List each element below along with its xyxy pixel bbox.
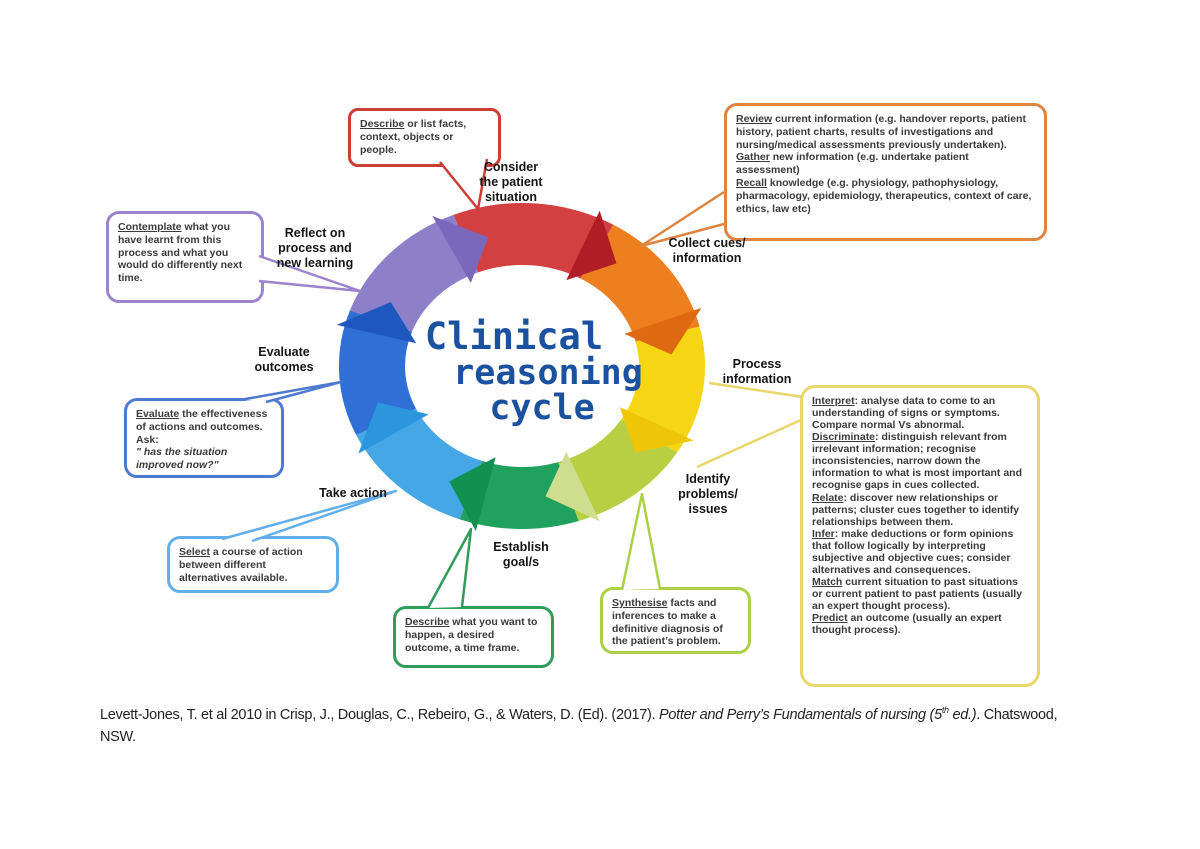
callout-contemplate: Contemplate what you have learnt from th…: [106, 211, 264, 303]
ring-arrow-process-information: [620, 407, 694, 453]
stage-label-collect-cues-information: Collect cues/ information: [668, 236, 746, 265]
ring-segment-reflect-on-process: [350, 214, 479, 332]
callout-select-action: Select a course of action between differ…: [167, 536, 339, 593]
callout-evaluate-text: Evaluate the effectiveness of actions an…: [136, 408, 268, 472]
title-line-1: Clinical: [424, 315, 604, 358]
ring-arrow-establish-goals: [449, 457, 496, 531]
ring-arrow-collect-cues-information: [624, 307, 702, 355]
stage-label-identify-problems-issues: Identify problems/ issues: [678, 472, 738, 516]
title-line-3: cycle: [489, 388, 595, 429]
callout-synthesise: Synthesise facts and inferences to make …: [600, 587, 751, 654]
ring-segment-consider-the-patient-situation: [453, 202, 614, 279]
callout-describe-goal: Describe what you want to happen, a desi…: [393, 606, 554, 668]
callout-synthesise-text: Synthesise facts and inferences to make …: [612, 597, 723, 648]
callout-process-information-detail-text: Interpret: analyse data to come to an un…: [812, 395, 1023, 637]
callout-describe-goal-text: Describe what you want to happen, a desi…: [405, 616, 538, 654]
stage-label-reflect-on-process: Reflect on process and new learning: [276, 226, 354, 270]
callout-process-information-detail: Interpret: analyse data to come to an un…: [800, 385, 1040, 687]
callout-contemplate-text: Contemplate what you have learnt from th…: [118, 221, 243, 285]
stage-label-evaluate-outcomes: Evaluate outcomes: [254, 345, 314, 374]
citation-text: Levett-Jones, T. et al 2010 in Crisp, J.…: [100, 704, 1058, 748]
callout-review-gather-recall: Review current information (e.g. handove…: [724, 103, 1047, 241]
ring-segment-evaluate-outcomes: [338, 310, 416, 435]
stage-label-take-action: Take action: [319, 486, 387, 500]
stage-label-consider-patient-situation: Consider the patient situation: [479, 160, 543, 204]
title-line-2: reasoning: [453, 352, 643, 393]
callout-evaluate: Evaluate the effectiveness of actions an…: [124, 398, 284, 478]
stage-label-establish-goals: Establish goal/s: [493, 540, 549, 569]
ring-arrow-identify-problems-issues: [545, 451, 600, 522]
diagram-title: Clinical reasoning cycle: [372, 318, 672, 427]
citation-line-2: NSW.: [100, 728, 136, 745]
citation-line-1: Levett-Jones, T. et al 2010 in Crisp, J.…: [100, 705, 1058, 723]
stage-label-process-information: Process information: [722, 357, 792, 386]
callout-select-action-text: Select a course of action between differ…: [179, 546, 303, 584]
ring-arrow-evaluate-outcomes: [336, 302, 417, 344]
ring-arrow-take-action: [358, 402, 429, 454]
callout-review-gather-recall-text: Review current information (e.g. handove…: [736, 113, 1032, 215]
callout-describe-situation-text: Describe or list facts, context, objects…: [360, 118, 467, 156]
callout-describe-situation: Describe or list facts, context, objects…: [348, 108, 501, 167]
ring-arrow-consider-the-patient-situation: [566, 210, 617, 281]
ring-arrow-reflect-on-process: [432, 215, 489, 283]
